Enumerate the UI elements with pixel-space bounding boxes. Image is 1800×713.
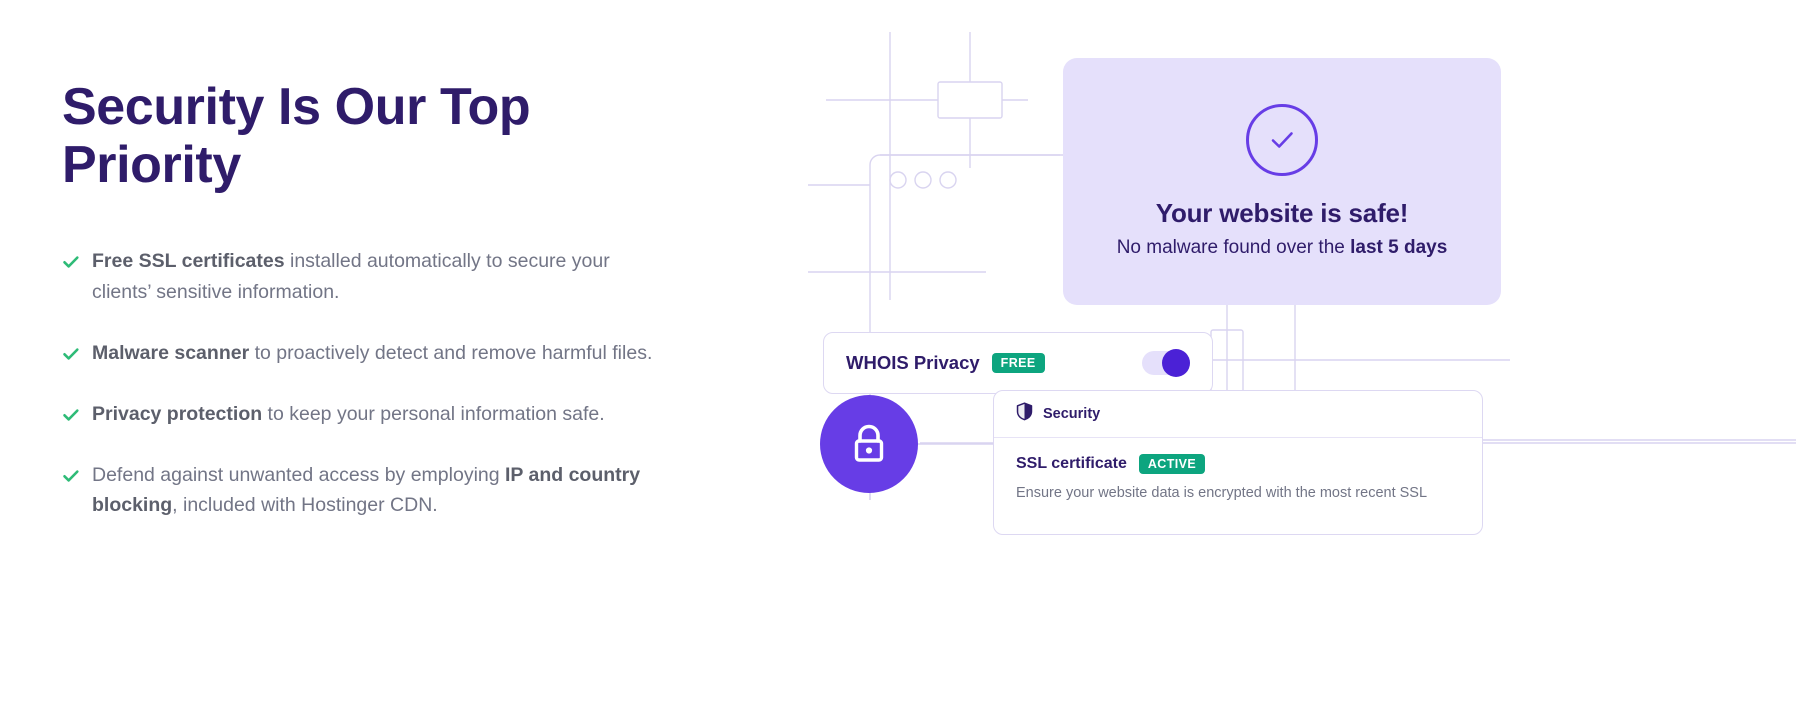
page-title: Security Is Our Top Priority [62,78,531,195]
feature-text-tail: , included with Hostinger CDN. [172,494,438,517]
safe-card-subtitle: No malware found over the last 5 days [1117,237,1448,259]
ssl-certificate-description: Ensure your website data is encrypted wi… [1016,484,1428,501]
feature-bold-tail: IP and country blocking [92,463,641,517]
toggle-knob [1162,349,1190,377]
whois-privacy-label: WHOIS Privacy [846,352,980,373]
free-badge: FREE [991,353,1045,373]
feature-bold-lead: Malware scanner [92,342,250,365]
security-card: Security SSL certificate ACTIVE Ensure y… [993,390,1483,535]
feature-list: Free SSL certificates installed automati… [62,246,782,521]
list-item: Privacy protection to keep your personal… [62,399,672,430]
active-badge: ACTIVE [1138,454,1206,474]
security-card-body: SSL certificate ACTIVE Ensure your websi… [994,438,1482,503]
feature-text-lead: Defend against unwanted access by employ… [92,463,506,486]
feature-bold-lead: Privacy protection [92,402,263,425]
check-icon [62,403,80,421]
whois-privacy-card[interactable]: WHOIS Privacy FREE [823,332,1213,394]
security-illustration: Your website is safe! No malware found o… [790,0,1800,713]
check-icon [62,342,80,360]
check-icon [62,250,80,269]
feature-text: installed automatically to secure your c… [92,250,610,304]
list-item: Malware scanner to proactively detect an… [62,338,672,369]
website-safe-card: Your website is safe! No malware found o… [1063,58,1501,305]
feature-bold-lead: Free SSL certificates [92,250,285,273]
security-card-header: Security [994,391,1482,438]
left-content-column: Security Is Our Top Priority Free SSL ce… [62,78,782,521]
check-icon [62,464,80,482]
list-item: Free SSL certificates installed automati… [62,246,672,308]
ssl-certificate-title: SSL certificate [1016,454,1127,472]
ssl-certificate-row: SSL certificate ACTIVE [1016,454,1460,474]
feature-text: to keep your personal information safe. [262,402,605,425]
feature-text: to proactively detect and remove harmful… [249,342,653,365]
safe-card-title: Your website is safe! [1155,198,1409,228]
check-circle-icon [1246,104,1318,176]
lock-icon [820,395,918,493]
safe-subtitle-prefix: No malware found over the [1116,237,1351,258]
safe-subtitle-bold: last 5 days [1350,237,1448,258]
list-item: Defend against unwanted access by employ… [62,460,672,522]
whois-privacy-toggle[interactable] [1142,349,1190,377]
shield-icon [1016,402,1033,426]
security-header-label: Security [1043,406,1101,422]
